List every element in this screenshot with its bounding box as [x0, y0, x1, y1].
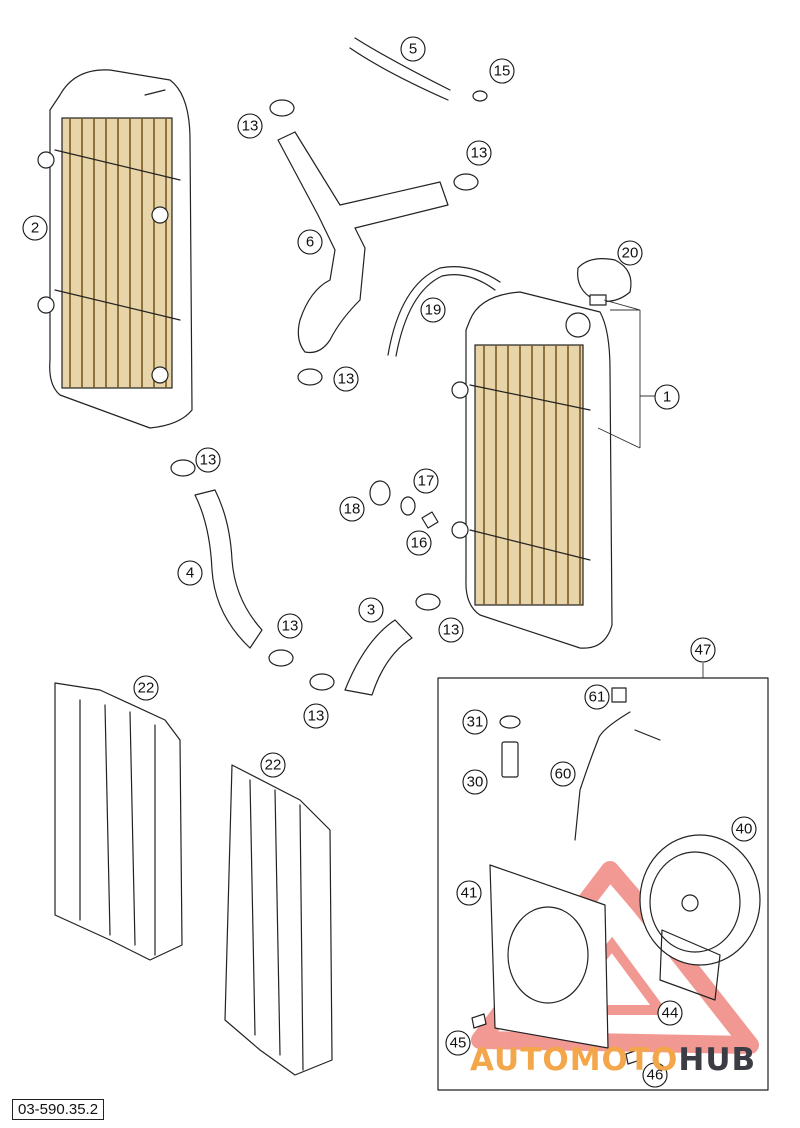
- svg-text:61: 61: [589, 689, 606, 706]
- svg-text:20: 20: [622, 245, 639, 262]
- svg-text:1: 1: [663, 389, 671, 406]
- left-radiator: [37, 69, 193, 429]
- callout-40: 40: [731, 816, 757, 842]
- svg-text:15: 15: [494, 63, 511, 80]
- callout-22: 22: [260, 752, 286, 778]
- svg-text:13: 13: [471, 145, 488, 162]
- svg-text:13: 13: [308, 708, 325, 725]
- watermark-brand: AUTOMOTOHUB: [470, 1042, 756, 1078]
- svg-text:18: 18: [344, 501, 361, 518]
- temperature-switch-30: [501, 741, 519, 778]
- svg-text:30: 30: [467, 774, 484, 791]
- svg-text:17: 17: [418, 473, 435, 490]
- callout-13: 13: [195, 447, 221, 473]
- svg-text:4: 4: [186, 565, 194, 582]
- svg-text:60: 60: [555, 766, 572, 783]
- callout-31: 31: [462, 709, 488, 735]
- cooling-fan: [639, 834, 761, 1001]
- callout-2: 2: [22, 215, 48, 241]
- radiator-guard-right: [224, 764, 333, 1076]
- callout-13: 13: [0, 0, 8, 9]
- callout-15: 15: [489, 58, 515, 84]
- seal-ring-31: [499, 715, 521, 729]
- hose-19: [387, 266, 501, 357]
- callout-13: 13: [466, 140, 492, 166]
- svg-text:13: 13: [200, 452, 217, 469]
- callout-13: 13: [237, 113, 263, 139]
- callout-19: 19: [420, 297, 446, 323]
- callout-6: 6: [297, 229, 323, 255]
- callout-18: 18: [339, 496, 365, 522]
- svg-text:6: 6: [306, 234, 314, 251]
- callout-13: 13: [277, 613, 303, 639]
- callout-46: 46: [642, 1062, 668, 1088]
- svg-text:2: 2: [31, 220, 39, 237]
- connector-61: [611, 687, 627, 703]
- svg-text:40: 40: [736, 821, 753, 838]
- hose-6: [277, 131, 449, 354]
- callout-16: 16: [406, 530, 432, 556]
- svg-text:13: 13: [242, 118, 259, 135]
- callout-3: 3: [358, 597, 384, 623]
- callout-22: 22: [133, 675, 159, 701]
- svg-text:19: 19: [425, 302, 442, 319]
- document-number: 03-590.35.2: [12, 1099, 105, 1120]
- fan-shroud: [489, 864, 609, 1049]
- callout-5: 5: [400, 36, 426, 62]
- wiring-harness: [574, 711, 661, 841]
- screw-45: [471, 1013, 487, 1029]
- callout-1: 1: [654, 384, 680, 410]
- watermark-brand-part1: AUTOMOTO: [470, 1042, 679, 1078]
- callout-13: 13: [303, 703, 329, 729]
- callout-13: 13: [438, 617, 464, 643]
- svg-text:47: 47: [695, 642, 712, 659]
- callout-60: 60: [550, 761, 576, 787]
- clamp-15: [472, 90, 488, 102]
- svg-text:44: 44: [662, 1005, 679, 1022]
- hose-clamp: [170, 99, 479, 691]
- right-radiator: [451, 291, 613, 649]
- screw-46: [625, 1049, 641, 1065]
- callout-13: 13: [333, 366, 359, 392]
- svg-text:46: 46: [647, 1067, 664, 1084]
- hose-4: [194, 489, 263, 649]
- svg-text:22: 22: [138, 680, 155, 697]
- callout-47: 47: [690, 637, 716, 663]
- svg-text:13: 13: [338, 371, 355, 388]
- callout-17: 17: [413, 468, 439, 494]
- radiator-cap: [577, 258, 632, 306]
- svg-text:5: 5: [409, 41, 417, 58]
- svg-text:13: 13: [282, 618, 299, 635]
- bolt-16: [421, 511, 439, 529]
- radiator-guard-left: [54, 682, 183, 961]
- svg-text:22: 22: [265, 757, 282, 774]
- callout-45: 45: [445, 1030, 471, 1056]
- callout-20: 20: [617, 240, 643, 266]
- svg-text:16: 16: [411, 535, 428, 552]
- fan-kit-box: [437, 677, 769, 1091]
- svg-text:31: 31: [467, 714, 484, 731]
- callout-61: 61: [584, 684, 610, 710]
- callout-30: 30: [462, 769, 488, 795]
- callout-4: 4: [177, 560, 203, 586]
- svg-text:41: 41: [461, 885, 478, 902]
- svg-text:45: 45: [450, 1035, 467, 1052]
- svg-text:13: 13: [443, 622, 460, 639]
- svg-text:3: 3: [367, 602, 375, 619]
- hose-5: [349, 37, 451, 101]
- callout-41: 41: [456, 880, 482, 906]
- grommet-18: [369, 480, 391, 506]
- washer-17: [400, 496, 416, 516]
- watermark-brand-part2: HUB: [678, 1042, 757, 1078]
- hose-3: [344, 619, 413, 696]
- callout-44: 44: [657, 1000, 683, 1026]
